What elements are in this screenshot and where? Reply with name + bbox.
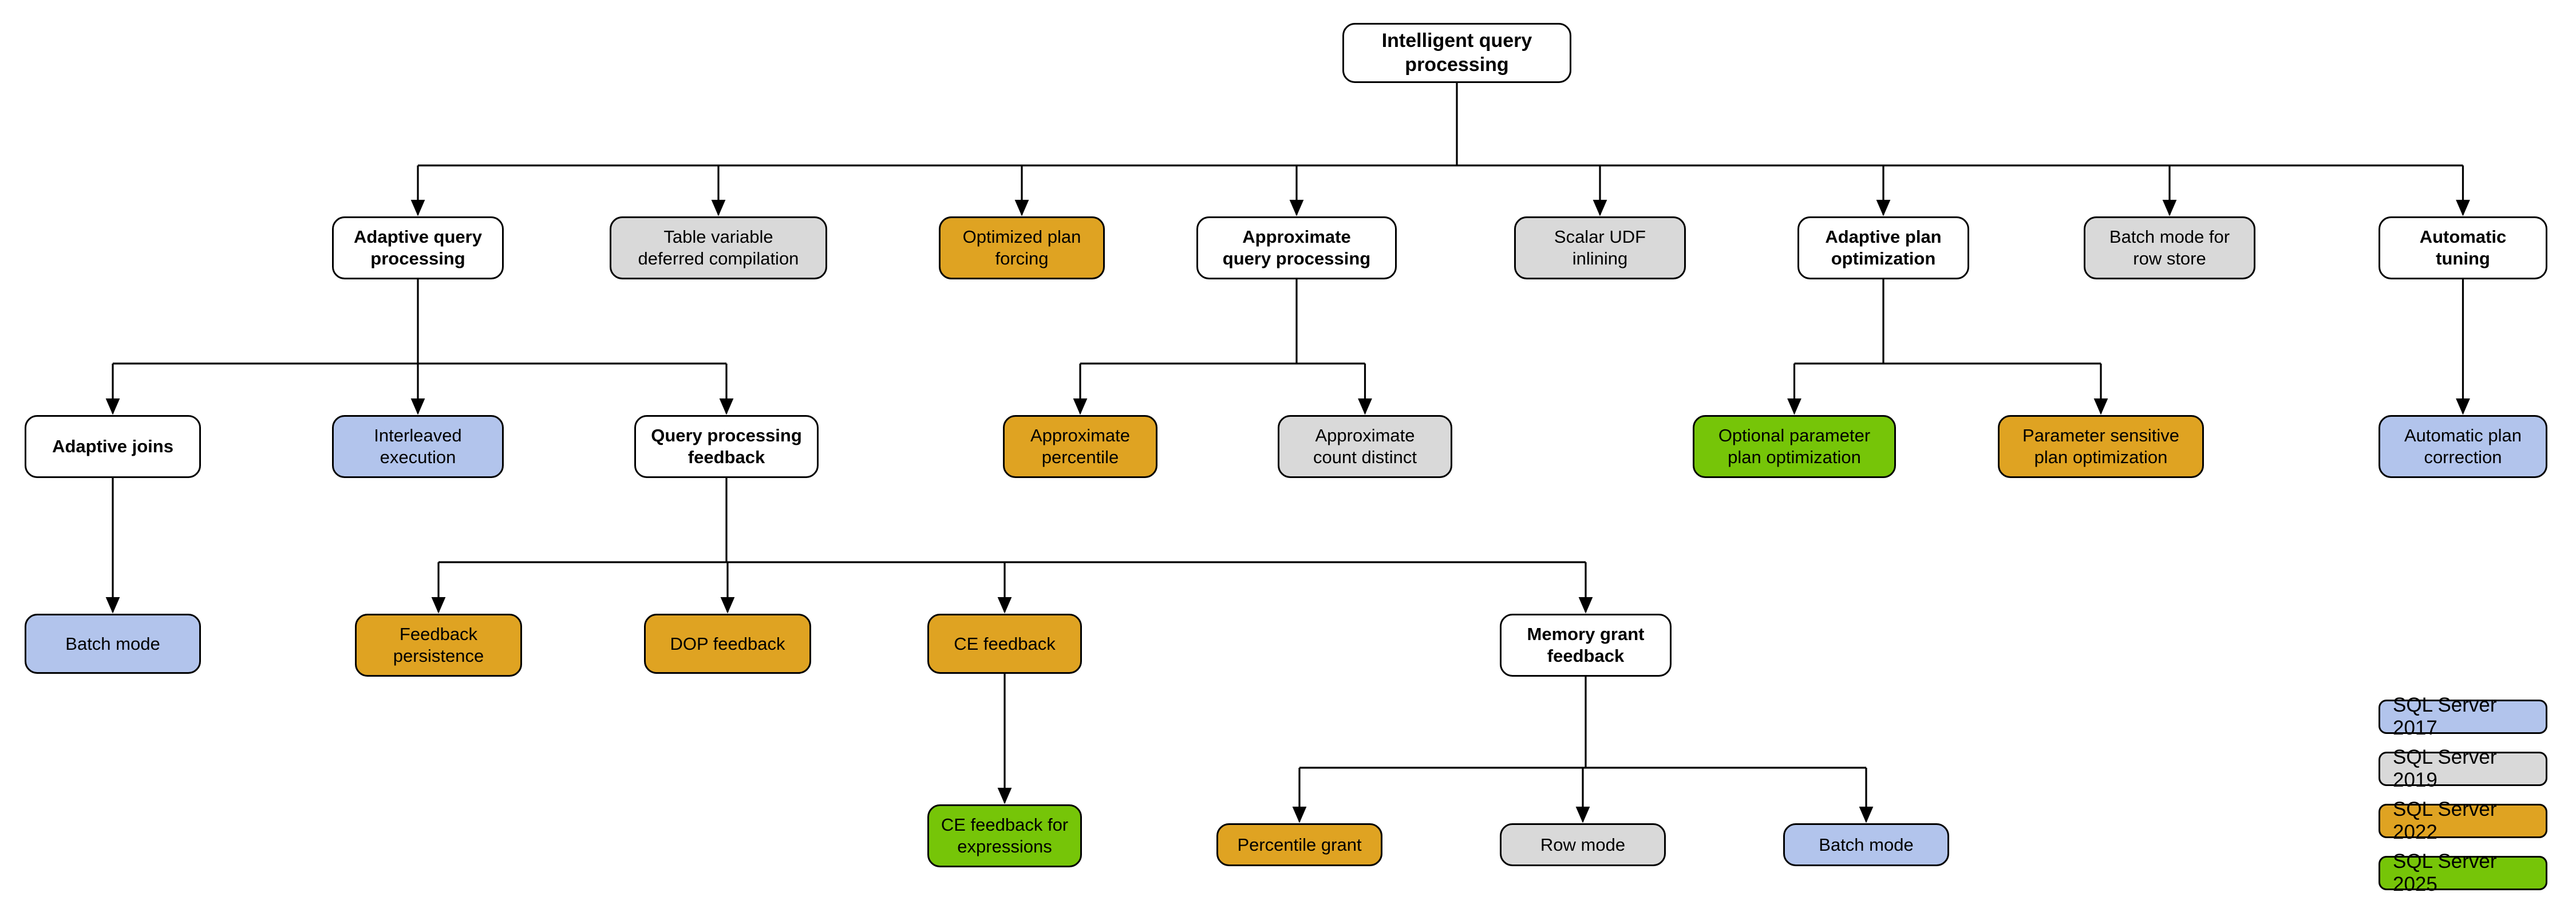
legend-item-sql-server-2022: SQL Server 2022: [2379, 798, 2547, 843]
node-pg[interactable]: Percentile grant: [1216, 823, 1382, 866]
node-ie[interactable]: Interleaved execution: [332, 415, 504, 478]
node-bm2[interactable]: Batch mode: [1783, 823, 1949, 866]
node-apct[interactable]: Approximate percentile: [1003, 415, 1157, 478]
node-bmrs[interactable]: Batch mode for row store: [2084, 216, 2255, 279]
node-pspo[interactable]: Parameter sensitive plan optimization: [1998, 415, 2204, 478]
node-qpf[interactable]: Query processing feedback: [634, 415, 819, 478]
node-oppo[interactable]: Optional parameter plan optimization: [1693, 415, 1896, 478]
node-fp[interactable]: Feedback persistence: [355, 614, 522, 677]
node-rm[interactable]: Row mode: [1500, 823, 1666, 866]
node-apc[interactable]: Automatic plan correction: [2379, 415, 2547, 478]
node-sudf[interactable]: Scalar UDF inlining: [1514, 216, 1686, 279]
legend-item-sql-server-2017: SQL Server 2017: [2379, 694, 2547, 739]
node-tvdc[interactable]: Table variable deferred compilation: [610, 216, 827, 279]
node-dopf[interactable]: DOP feedback: [644, 614, 811, 674]
node-root[interactable]: Intelligent query processing: [1342, 23, 1571, 83]
node-aj[interactable]: Adaptive joins: [25, 415, 201, 478]
node-apo[interactable]: Adaptive plan optimization: [1797, 216, 1969, 279]
node-acd[interactable]: Approximate count distinct: [1278, 415, 1452, 478]
node-cefe[interactable]: CE feedback for expressions: [927, 804, 1082, 867]
node-autot[interactable]: Automatic tuning: [2379, 216, 2547, 279]
node-mgf[interactable]: Memory grant feedback: [1500, 614, 1672, 677]
node-opf[interactable]: Optimized plan forcing: [939, 216, 1105, 279]
node-aqp[interactable]: Adaptive query processing: [332, 216, 504, 279]
legend-item-sql-server-2025: SQL Server 2025: [2379, 850, 2547, 895]
node-app[interactable]: Approximate query processing: [1196, 216, 1397, 279]
node-cef[interactable]: CE feedback: [927, 614, 1082, 674]
node-bm1[interactable]: Batch mode: [25, 614, 201, 674]
legend-item-sql-server-2019: SQL Server 2019: [2379, 746, 2547, 791]
